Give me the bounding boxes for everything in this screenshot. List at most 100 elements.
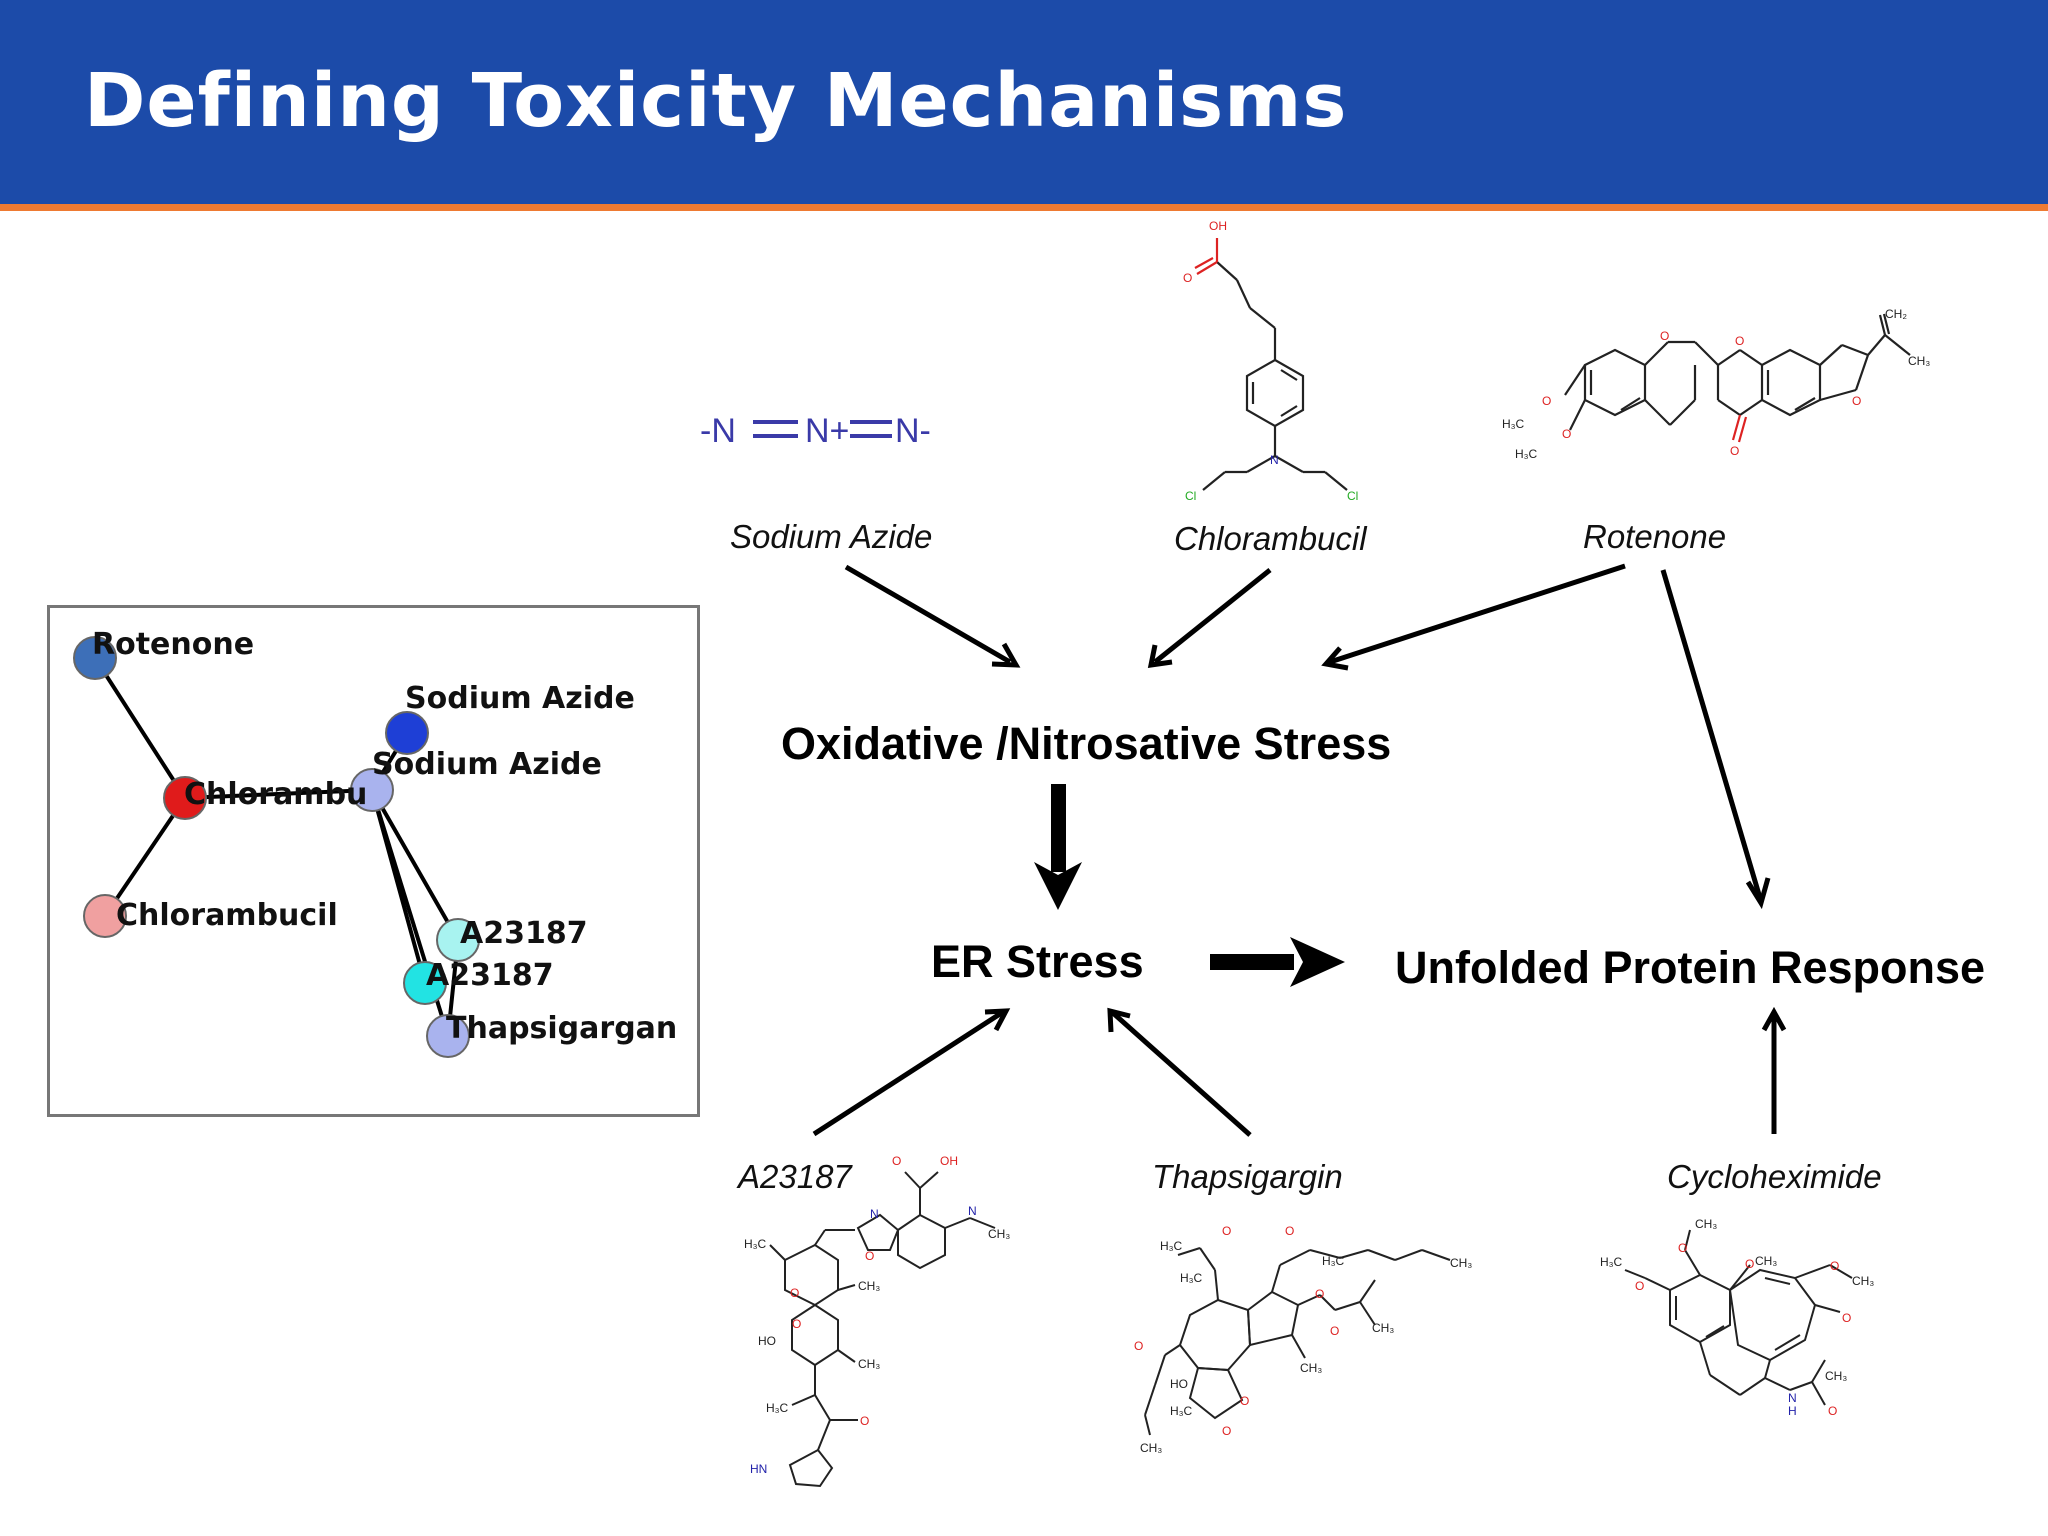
svg-text:CH₃: CH₃ bbox=[1852, 1274, 1874, 1288]
svg-text:O: O bbox=[1852, 394, 1861, 408]
network-node bbox=[163, 776, 207, 820]
arrow-er-to-upr bbox=[1210, 954, 1294, 970]
svg-text:H₃C: H₃C bbox=[1502, 417, 1525, 431]
svg-text:Cl: Cl bbox=[1185, 489, 1196, 503]
svg-text:H₃C: H₃C bbox=[744, 1237, 767, 1251]
network-node bbox=[436, 918, 480, 962]
arrow-oxidative-to-er bbox=[1051, 784, 1066, 872]
svg-text:O: O bbox=[1315, 1287, 1324, 1301]
svg-text:H₃C: H₃C bbox=[1322, 1254, 1345, 1268]
network-node bbox=[403, 961, 447, 1005]
svg-text:CH₃: CH₃ bbox=[1825, 1369, 1847, 1383]
svg-text:CH₃: CH₃ bbox=[988, 1227, 1010, 1241]
svg-text:H₃C: H₃C bbox=[1515, 447, 1538, 461]
svg-text:H₃C: H₃C bbox=[1160, 1239, 1183, 1253]
sodium-azide-label: Sodium Azide bbox=[730, 518, 933, 555]
a23187-label: A23187 bbox=[738, 1158, 852, 1195]
svg-text:H: H bbox=[1788, 1404, 1797, 1418]
svg-text:O: O bbox=[1222, 1224, 1231, 1238]
svg-text:H₃C: H₃C bbox=[766, 1401, 789, 1415]
compound-network-panel: Rotenone Sodium Azide Chlorambu Sodium A… bbox=[47, 605, 700, 1117]
svg-text:CH₃: CH₃ bbox=[1755, 1254, 1777, 1268]
network-edge bbox=[184, 788, 373, 800]
svg-text:N: N bbox=[1788, 1391, 1797, 1405]
svg-text:O: O bbox=[1562, 427, 1571, 441]
svg-text:CH₃: CH₃ bbox=[1908, 354, 1930, 368]
compound-network-graph: Rotenone Sodium Azide Chlorambu Sodium A… bbox=[73, 627, 677, 1058]
svg-text:O: O bbox=[1635, 1279, 1644, 1293]
azide-atom: -N bbox=[700, 412, 736, 450]
svg-text:O: O bbox=[1542, 394, 1551, 408]
er-stress-label: ER Stress bbox=[931, 936, 1144, 987]
svg-text:CH₃: CH₃ bbox=[1450, 1256, 1472, 1270]
arrow-azide-to-oxidative bbox=[844, 564, 1012, 665]
svg-text:O: O bbox=[1735, 334, 1744, 348]
svg-text:CH₃: CH₃ bbox=[858, 1357, 880, 1371]
svg-text:CH₃: CH₃ bbox=[1140, 1441, 1162, 1455]
network-label: A23187 bbox=[426, 958, 554, 993]
network-node bbox=[73, 636, 117, 680]
svg-text:O: O bbox=[1830, 1259, 1839, 1273]
network-label: Chlorambucil bbox=[116, 898, 338, 933]
svg-text:CH₃: CH₃ bbox=[1300, 1361, 1322, 1375]
svg-text:H₃C: H₃C bbox=[1600, 1255, 1623, 1269]
upr-label: Unfolded Protein Response bbox=[1395, 942, 1986, 993]
svg-text:O: O bbox=[1678, 1241, 1687, 1255]
slide-title: Defining Toxicity Mechanisms bbox=[84, 58, 1348, 144]
network-label: A23187 bbox=[460, 916, 588, 951]
svg-text:H₃C: H₃C bbox=[1170, 1404, 1193, 1418]
svg-text:N: N bbox=[870, 1207, 879, 1221]
svg-text:O: O bbox=[1745, 1257, 1754, 1271]
azide-atom: N+ bbox=[805, 412, 849, 450]
cycloheximide-label: Cycloheximide bbox=[1667, 1158, 1882, 1195]
arrow-rotenone-to-oxidative bbox=[1329, 563, 1626, 665]
svg-text:HO: HO bbox=[1170, 1377, 1188, 1391]
network-node bbox=[83, 894, 127, 938]
svg-text:O: O bbox=[865, 1249, 874, 1263]
thapsigargin-label: Thapsigargin bbox=[1152, 1158, 1343, 1195]
network-label: Rotenone bbox=[92, 627, 254, 662]
svg-text:Cl: Cl bbox=[1347, 489, 1358, 503]
svg-text:O: O bbox=[1330, 1324, 1339, 1338]
network-edge bbox=[103, 796, 187, 918]
arrow-rotenone-to-upr bbox=[1660, 569, 1763, 899]
svg-text:O: O bbox=[1222, 1424, 1231, 1438]
sodium-azide-structure: -N N+ N- bbox=[700, 412, 931, 450]
network-label: Sodium Azide bbox=[405, 681, 635, 716]
svg-text:CH₂: CH₂ bbox=[1885, 307, 1907, 321]
svg-text:N: N bbox=[968, 1204, 977, 1218]
svg-text:O: O bbox=[1134, 1339, 1143, 1353]
arrow-chlorambucil-to-oxidative bbox=[1153, 568, 1272, 664]
svg-text:H₃C: H₃C bbox=[1180, 1271, 1203, 1285]
svg-text:O: O bbox=[1660, 329, 1669, 343]
network-label: Sodium Azide bbox=[372, 747, 602, 782]
chlorambucil-structure: OH O N Cl Cl bbox=[1183, 219, 1358, 503]
svg-text:O: O bbox=[1240, 1394, 1249, 1408]
network-node bbox=[385, 711, 429, 755]
svg-text:N: N bbox=[1270, 453, 1279, 467]
network-node bbox=[350, 768, 394, 812]
arrow-thapsigargin-to-er bbox=[1111, 1011, 1252, 1137]
azide-atom: N- bbox=[895, 412, 931, 450]
svg-text:O: O bbox=[790, 1286, 799, 1300]
svg-text:O: O bbox=[1828, 1404, 1837, 1418]
title-bar: Defining Toxicity Mechanisms bbox=[0, 0, 2048, 204]
svg-text:CH₃: CH₃ bbox=[858, 1279, 880, 1293]
network-edge bbox=[93, 656, 187, 800]
network-edge bbox=[370, 789, 460, 941]
network-node bbox=[426, 1014, 470, 1058]
oxidative-stress-label: Oxidative /Nitrosative Stress bbox=[781, 718, 1392, 769]
title-accent-stripe bbox=[0, 204, 2048, 211]
svg-text:OH: OH bbox=[1209, 219, 1227, 233]
chlorambucil-label: Chlorambucil bbox=[1174, 520, 1367, 557]
svg-text:O: O bbox=[792, 1317, 801, 1331]
svg-text:O: O bbox=[892, 1154, 901, 1168]
svg-text:O: O bbox=[1730, 444, 1739, 458]
rotenone-structure: O O O O O O H₃C H₃C CH₂ CH₃ bbox=[1502, 307, 1930, 461]
svg-text:CH₃: CH₃ bbox=[1695, 1217, 1717, 1231]
svg-text:O: O bbox=[1183, 271, 1192, 285]
network-label: Thapsigargan bbox=[446, 1011, 677, 1046]
